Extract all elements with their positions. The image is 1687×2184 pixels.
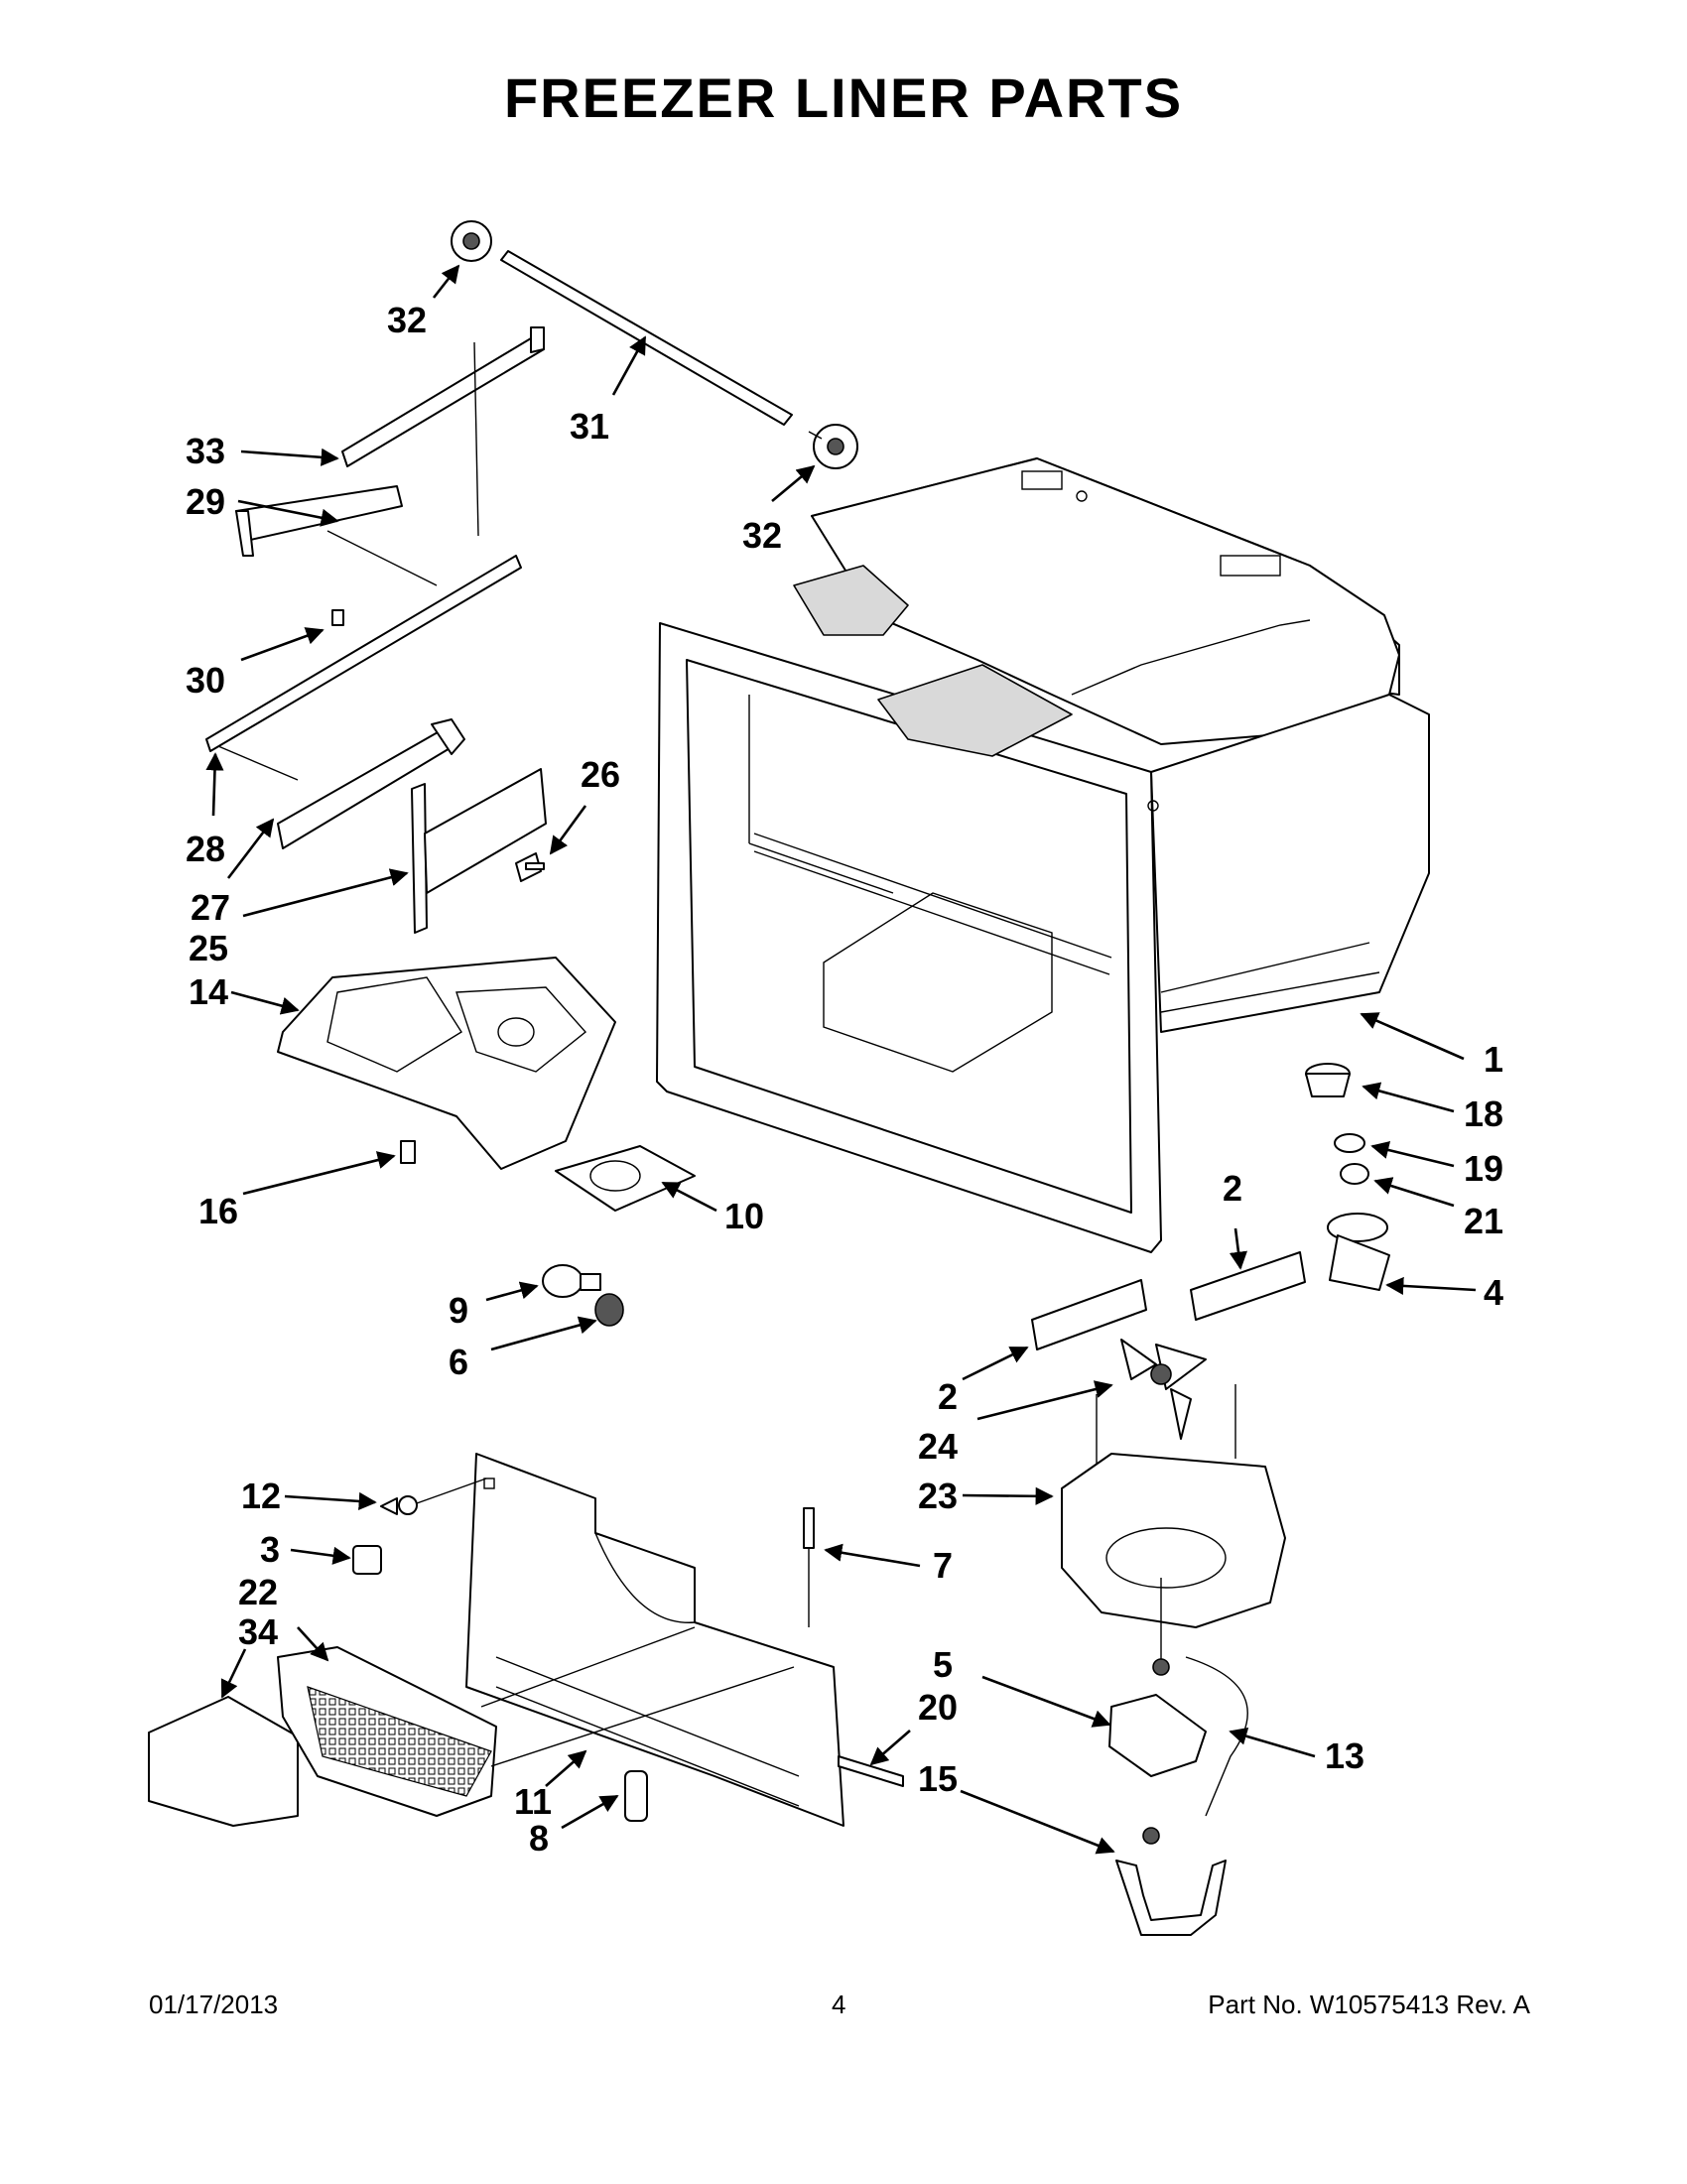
callout-5: 5 [933, 1644, 953, 1685]
callout-14: 14 [189, 971, 228, 1012]
callout-28: 28 [186, 829, 225, 869]
callout-26: 26 [581, 754, 620, 795]
grille-and-cover [148, 1626, 795, 1827]
callout-30: 30 [186, 660, 225, 701]
callout-32-top: 32 [387, 300, 427, 340]
bracket-and-screw [411, 768, 547, 934]
callout-25: 25 [189, 928, 228, 968]
callout-9: 9 [449, 1290, 468, 1331]
callout-20: 20 [918, 1687, 958, 1728]
callout-labels: 32 31 32 33 29 30 28 27 26 25 14 16 10 9… [186, 300, 1503, 1859]
callout-7: 7 [933, 1545, 953, 1586]
shaft-and-gears [451, 220, 858, 469]
callout-29: 29 [186, 481, 225, 522]
callout-32-bottom: 32 [742, 515, 782, 556]
motor-assembly [1108, 1578, 1248, 1936]
callout-2-right: 2 [1223, 1168, 1242, 1209]
page-title: FREEZER LINER PARTS [503, 66, 1184, 129]
callout-31: 31 [570, 406, 609, 447]
footer-page-number: 4 [832, 1990, 846, 2019]
callout-3: 3 [260, 1529, 280, 1570]
callout-leaders [205, 264, 1477, 1855]
callout-12: 12 [241, 1476, 281, 1516]
fan-and-shroud [1061, 1339, 1286, 1628]
callout-34: 34 [238, 1611, 278, 1652]
callout-1: 1 [1484, 1039, 1503, 1080]
callout-11: 11 [514, 1781, 552, 1822]
callout-13: 13 [1325, 1735, 1364, 1776]
callout-8: 8 [529, 1818, 549, 1859]
callout-27: 27 [191, 887, 230, 928]
callout-21: 21 [1464, 1201, 1503, 1241]
evaporator-cover [352, 1453, 904, 1827]
callout-24: 24 [918, 1426, 958, 1467]
callout-23: 23 [918, 1476, 958, 1516]
callout-19: 19 [1464, 1148, 1503, 1189]
dispenser-parts [1031, 1063, 1390, 1350]
callout-22: 22 [238, 1572, 278, 1612]
tray-and-switch [277, 957, 616, 1170]
gasket-bulb-socket [542, 1145, 696, 1327]
callout-18: 18 [1464, 1093, 1503, 1134]
callout-15: 15 [918, 1758, 958, 1799]
footer-date: 01/17/2013 [149, 1990, 279, 2019]
footer-part-number: Part No. W10575413 Rev. A [1208, 1990, 1530, 2019]
slide-rail-assembly [205, 326, 545, 849]
callout-4: 4 [1484, 1272, 1503, 1313]
callout-2-left: 2 [938, 1376, 958, 1417]
callout-33: 33 [186, 431, 225, 471]
callout-10: 10 [724, 1196, 764, 1236]
callout-6: 6 [449, 1342, 468, 1382]
freezer-liner-part [656, 457, 1430, 1253]
callout-16: 16 [198, 1191, 238, 1231]
